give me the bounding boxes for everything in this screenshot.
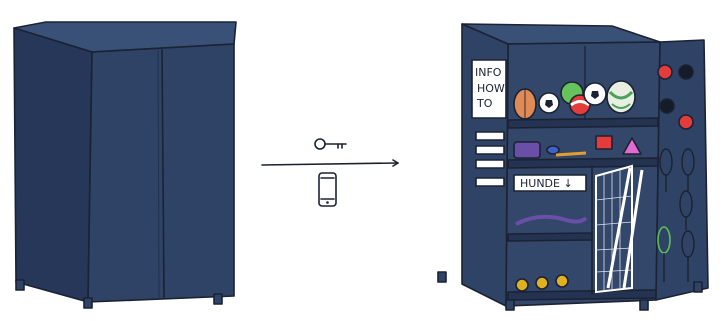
smartphone-icon (319, 173, 336, 206)
red-bucket (596, 136, 612, 149)
open-cabinet: HUNDE ↓ (438, 24, 708, 310)
shelf (508, 233, 592, 241)
purple-bag (514, 142, 540, 158)
closed-cabinet-foot (16, 280, 24, 290)
door-sign-line2: HOW (477, 82, 505, 95)
shelf (508, 118, 658, 128)
open-cabinet-foot (438, 272, 446, 282)
arrow-right-icon (262, 160, 398, 166)
door-sign-line3: TO (476, 97, 493, 110)
small-ball (516, 279, 528, 291)
door-sign: INFO HOW TO (472, 60, 506, 118)
closed-cabinet-front (88, 44, 234, 302)
shelf-label: HUNDE ↓ (514, 175, 586, 191)
open-cabinet-foot (506, 300, 514, 310)
shelf (508, 290, 656, 300)
open-cabinet-interior (506, 42, 660, 306)
blue-cap (547, 146, 559, 154)
open-cabinet-foot (640, 300, 648, 310)
key-icon (315, 139, 346, 149)
small-ball (556, 275, 568, 287)
closed-cabinet-side (14, 28, 92, 302)
closed-cabinet-foot (214, 294, 222, 304)
small-ball (536, 277, 548, 289)
closed-cabinet (14, 22, 236, 308)
shelf (508, 158, 658, 168)
closed-cabinet-foot (84, 298, 92, 308)
door-sign-line1: INFO (475, 66, 502, 79)
open-cabinet-foot (694, 282, 702, 292)
unlock-methods (262, 139, 398, 206)
shelf-label-text: HUNDE ↓ (520, 177, 573, 190)
